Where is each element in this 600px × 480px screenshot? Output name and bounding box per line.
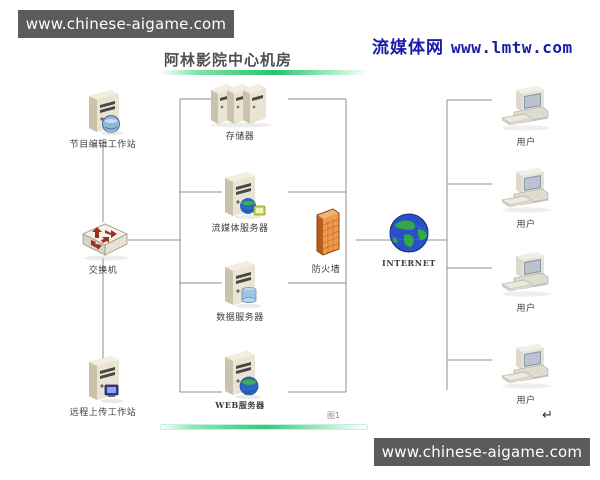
node-label: 用户 [516,304,536,314]
network-switch-icon [82,223,128,261]
server-globe-icon [225,351,261,399]
brand-name-cn: 流媒体网 [372,38,444,58]
node-database-server[interactable]: 数据服务器 [192,257,288,323]
watermark-bottom: www.chinese-aigame.com [374,438,590,466]
node-streaming-server[interactable]: 流媒体服务器 [192,168,288,234]
node-label: 交换机 [88,266,118,276]
node-internet[interactable]: INTERNET [376,207,442,268]
tower-server-globe-icon [89,90,123,136]
node-label: 用户 [516,396,536,406]
node-firewall[interactable]: 防火墙 [300,205,352,275]
brand-url: www.lmtw.com [451,38,573,57]
node-user-3[interactable]: 用户 [478,250,574,314]
node-label: INTERNET [382,258,436,268]
title-underline-rule [160,70,368,75]
firewall-brick-icon [316,208,340,256]
node-label: 远程上传工作站 [69,408,137,418]
node-label: 数据服务器 [216,313,264,323]
bottom-rule [160,424,368,430]
node-remote-upload[interactable]: 远程上传工作站 [55,352,151,418]
node-user-4[interactable]: 用户 [478,342,574,406]
node-label: WEB服务器 [215,400,265,410]
node-label: 防火墙 [311,265,341,275]
paragraph-mark: ↵ [542,408,553,423]
desktop-pc-icon [501,344,550,389]
node-user-2[interactable]: 用户 [478,166,574,230]
node-label: 流媒体服务器 [211,224,269,234]
node-label: 存储器 [225,132,255,142]
node-label: 节目编辑工作站 [69,140,137,150]
desktop-pc-icon [501,168,550,213]
watermark-top: www.chinese-aigame.com [18,10,234,38]
desktop-pc-icon [501,86,550,131]
node-edit-workstation[interactable]: 节目编辑工作站 [55,86,151,150]
globe-icon [389,213,429,253]
figure-caption: 图1 [327,411,341,420]
node-web-server[interactable]: WEB服务器 [192,347,288,411]
brand-label: 流媒体网 www.lmtw.com [372,33,573,58]
server-stream-icon [225,172,266,220]
desktop-pc-icon [501,252,550,297]
node-label: 用户 [516,220,536,230]
page-title: 阿林影院中心机房 [164,51,293,69]
tower-server-monitor-icon [89,356,123,404]
server-database-icon [225,261,261,309]
node-storage[interactable]: 存储器 [192,78,288,142]
node-user-1[interactable]: 用户 [478,84,574,148]
storage-array-icon [211,84,271,128]
node-label: 用户 [516,138,536,148]
node-switch[interactable]: 交换机 [55,218,151,276]
